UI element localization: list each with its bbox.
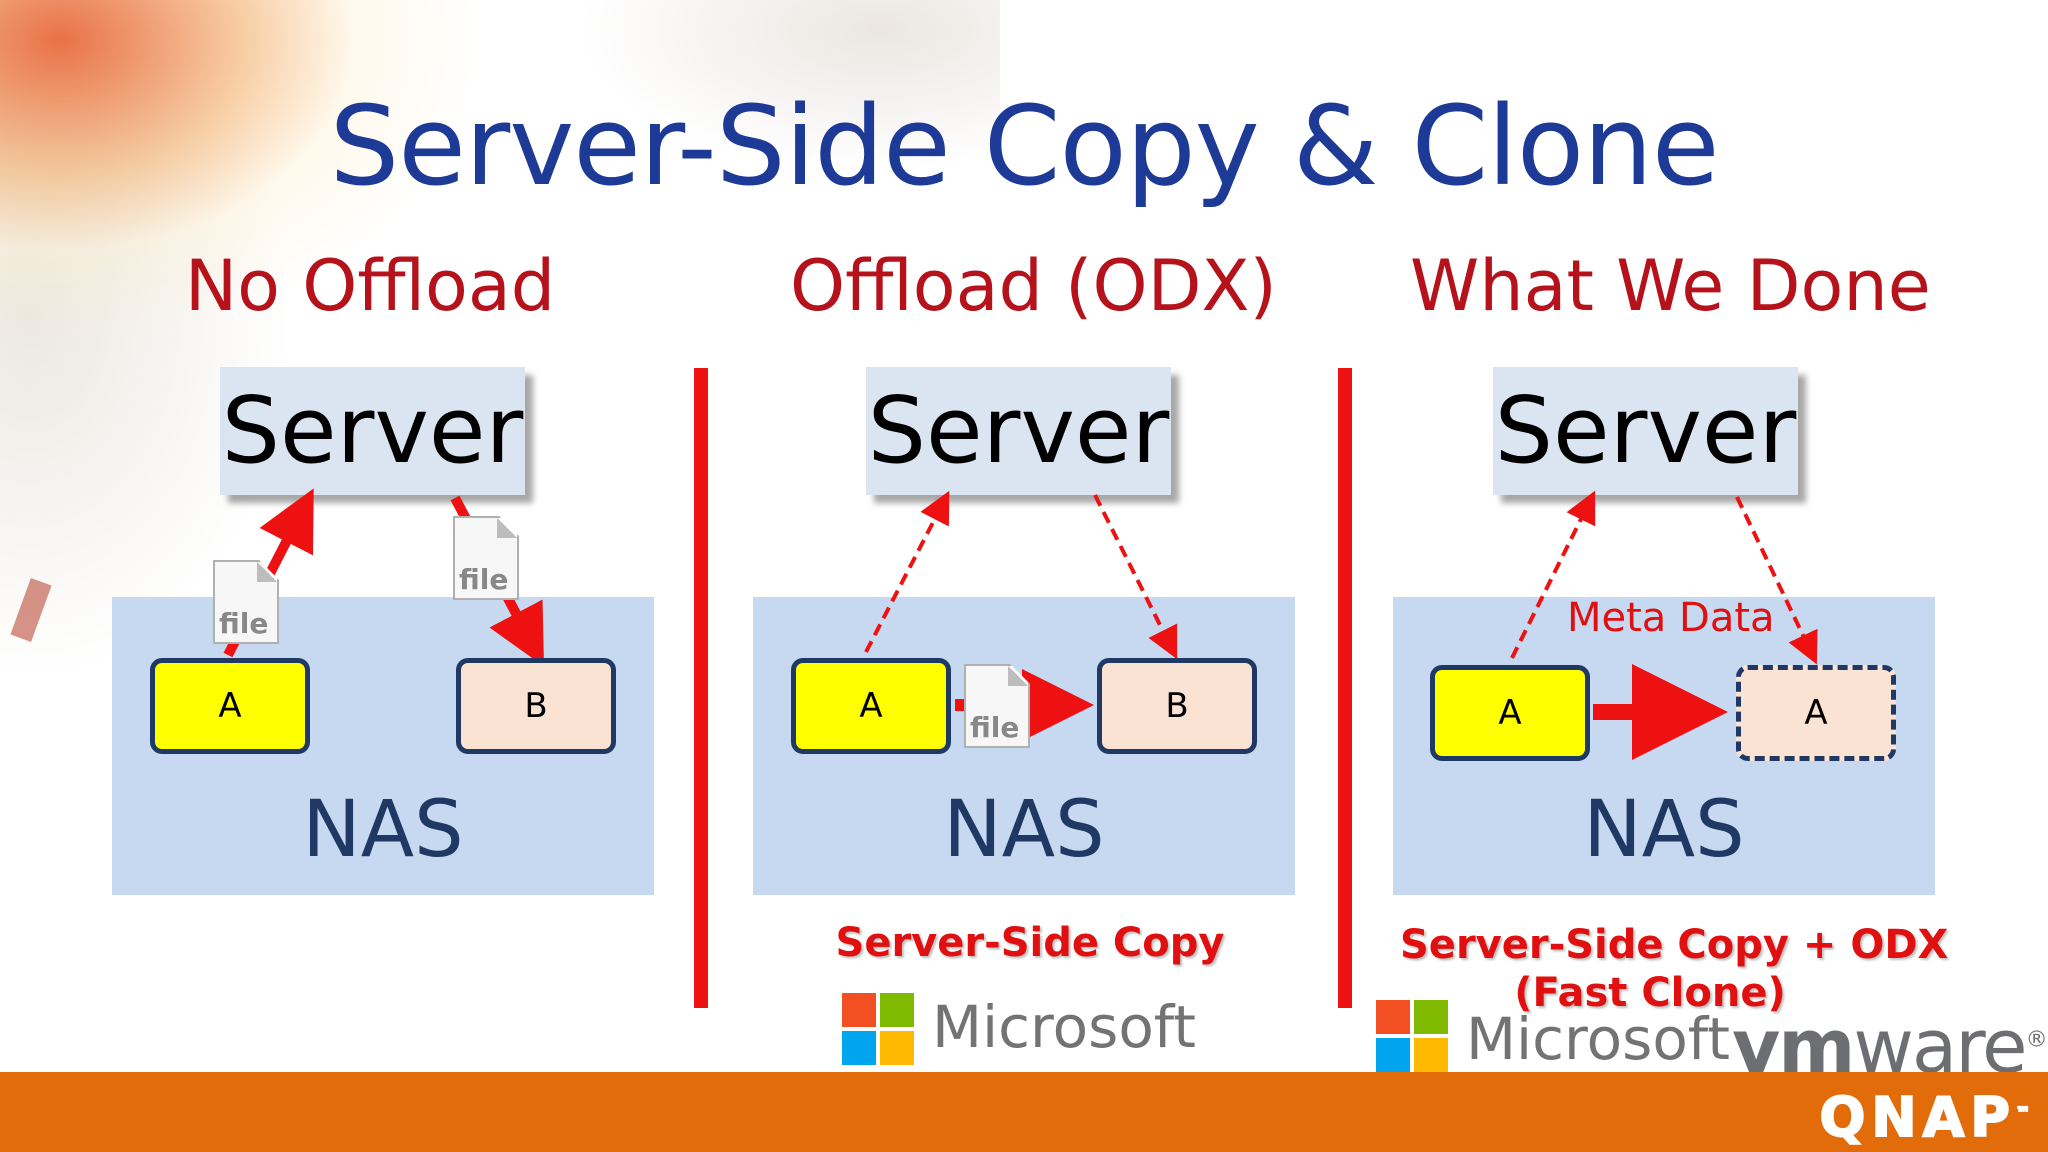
dashed-arrow-a-to-server-3: [1510, 490, 1596, 659]
slide-title: Server-Side Copy & Clone: [329, 82, 1719, 210]
heading-no-offload: No Offload: [184, 245, 556, 327]
heading-what-we-done: What We Done: [1410, 245, 1931, 327]
caption-fast-clone: (Fast Clone): [1514, 970, 1786, 1016]
file-document-1: file: [213, 560, 279, 644]
file-document-2: file: [453, 516, 519, 600]
microsoft-logo-icon: [842, 993, 914, 1065]
dashed-arrow-server-to-a-3: [1735, 496, 1818, 665]
vmware-registered-mark: ®: [2025, 1027, 2048, 1053]
microsoft-wordmark: Microsoft: [932, 993, 1196, 1061]
divider-left: [694, 368, 708, 1008]
caption-server-side-copy: Server-Side Copy: [835, 920, 1225, 966]
dashed-arrow-a-to-server-2: [864, 490, 950, 653]
divider-right: [1338, 368, 1352, 1008]
box-a-3: A: [1430, 665, 1590, 761]
file-label-2: file: [459, 563, 509, 596]
box-b-2: B: [1097, 658, 1257, 754]
microsoft-logo-icon: [1376, 1000, 1448, 1072]
server-box-3: Server: [1493, 367, 1798, 495]
footer-bar: [0, 1072, 2048, 1152]
microsoft-wordmark: Microsoft: [1466, 1005, 1730, 1073]
server-box-2: Server: [866, 367, 1171, 495]
dashed-arrow-server-to-b-2: [1093, 494, 1178, 660]
file-label-1: file: [219, 607, 269, 640]
box-b-1: B: [456, 658, 616, 754]
file-document-3: file: [964, 664, 1030, 748]
qnap-logo: QNAP™: [1819, 1085, 2031, 1150]
heading-offload-odx: Offload (ODX): [790, 245, 1277, 327]
qnap-tm: ™: [2015, 1104, 2031, 1122]
nas-label-1: NAS: [302, 785, 464, 875]
caption-ssc-odx: Server-Side Copy + ODX: [1400, 922, 1949, 968]
meta-data-label: Meta Data: [1567, 595, 1775, 641]
box-a-1: A: [150, 658, 310, 754]
nas-label-3: NAS: [1583, 785, 1745, 875]
server-box-1: Server: [220, 367, 525, 495]
nas-label-2: NAS: [943, 785, 1105, 875]
box-a-2: A: [791, 658, 951, 754]
file-label-3: file: [970, 711, 1020, 744]
box-clone-3: A: [1736, 665, 1896, 761]
qnap-brand: QNAP: [1819, 1085, 2016, 1150]
